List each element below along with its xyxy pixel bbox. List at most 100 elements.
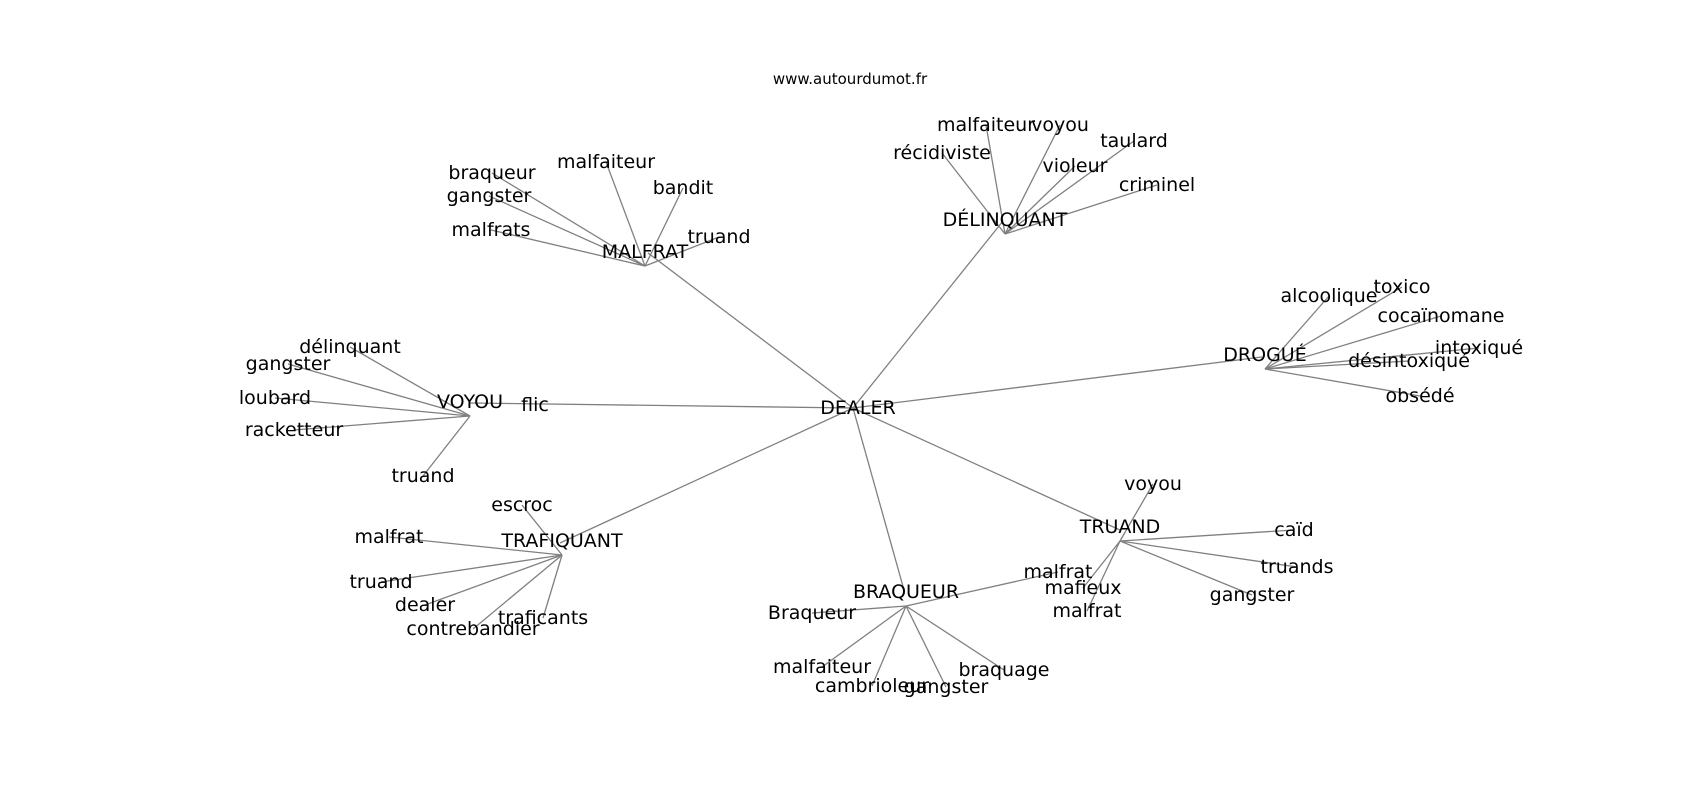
word-node-trafiquant-4[interactable]: contrebandier: [406, 618, 539, 640]
edge-voyou-0: [349, 346, 471, 417]
edge-voyou-4: [422, 415, 471, 477]
edge-braqueur-2: [821, 605, 907, 668]
word-node-trafiquant-1[interactable]: malfrat: [354, 526, 423, 548]
word-node-drogue-4[interactable]: désintoxiqué: [1348, 350, 1470, 372]
site-credit: www.autourdumot.fr: [772, 70, 928, 88]
word-node-truand-2[interactable]: truands: [1261, 556, 1334, 578]
edge-truand-3: [1119, 540, 1253, 596]
edge-root-delinquant: [852, 220, 1004, 409]
word-node-drogue-0[interactable]: alcoolique: [1281, 285, 1378, 307]
word-node-malfrat-1[interactable]: braqueur: [448, 162, 535, 184]
word-node-braqueur-3[interactable]: cambrioleur: [815, 675, 929, 697]
word-node-braqueur-2[interactable]: malfaiteur: [773, 656, 871, 678]
word-node-drogue-5[interactable]: obsédé: [1385, 385, 1454, 407]
edge-braqueur-0: [905, 571, 1059, 607]
edge-malfrat-2: [488, 195, 646, 267]
edge-drogue-5: [1264, 368, 1421, 397]
edge-braqueur-3: [871, 605, 907, 687]
word-node-voyou-1[interactable]: gangster: [246, 353, 331, 375]
word-node-voyou-4[interactable]: truand: [391, 465, 454, 487]
word-node-truand-5[interactable]: malfrat: [1052, 600, 1121, 622]
word-node-truand-1[interactable]: caïd: [1274, 519, 1313, 541]
edge-malfrat-4: [644, 187, 684, 267]
word-node-delinquant-4[interactable]: violeur: [1043, 155, 1108, 177]
edge-root-malfrat: [647, 252, 854, 409]
edge-braqueur-4: [905, 605, 947, 688]
word-node-trafiquant-0[interactable]: escroc: [491, 494, 553, 516]
word-node-truand-4[interactable]: mafieux: [1044, 577, 1121, 599]
word-node-truand-0[interactable]: voyou: [1124, 473, 1182, 495]
word-node-delinquant-3[interactable]: taulard: [1100, 130, 1168, 152]
hub-node-truand[interactable]: TRUAND: [1079, 516, 1161, 538]
edge-root-flic: [469, 402, 854, 409]
root-word-node[interactable]: DEALER: [820, 397, 895, 419]
edge-delinquant-0: [985, 124, 1006, 235]
word-node-voyou-2[interactable]: loubard: [239, 387, 311, 409]
edge-delinquant-2: [941, 152, 1006, 235]
word-node-drogue-3[interactable]: intoxiqué: [1435, 337, 1523, 359]
word-node-delinquant-0[interactable]: malfaiteur: [937, 114, 1035, 136]
edge-delinquant-1: [1004, 124, 1061, 235]
edge-truand-5: [1086, 540, 1121, 612]
edge-drogue-3: [1264, 347, 1480, 370]
edge-drogue-2: [1264, 315, 1442, 370]
edge-truand-0: [1119, 483, 1154, 542]
word-node-delinquant-2[interactable]: récidiviste: [893, 142, 991, 164]
word-node-malfrat-5[interactable]: truand: [687, 226, 750, 248]
edge-trafiquant-5: [542, 554, 563, 619]
edge-braqueur-1: [811, 605, 907, 614]
hub-node-delinquant[interactable]: DÉLINQUANT: [943, 208, 1068, 231]
edge-voyou-1: [287, 363, 471, 417]
edge-root-truand: [852, 407, 1121, 531]
word-node-braqueur-1[interactable]: Braqueur: [768, 602, 856, 624]
edge-trafiquant-3: [424, 554, 563, 606]
edge-delinquant-4: [1004, 165, 1076, 235]
hub-node-trafiquant[interactable]: TRAFIQUANT: [500, 530, 623, 552]
edge-malfrat-3: [490, 229, 646, 267]
hub-node-flic[interactable]: flic: [521, 394, 549, 416]
word-node-malfrat-4[interactable]: bandit: [653, 177, 714, 199]
edge-root-braqueur: [852, 407, 905, 591]
edge-malfrat-1: [491, 172, 646, 267]
edge-truand-1: [1119, 529, 1295, 542]
edge-trafiquant-0: [521, 504, 563, 556]
label-layer: DEALER MALFRAT DÉLINQUANT DROGUÉ VOYOU flicTR…: [239, 114, 1523, 698]
edge-voyou-2: [274, 397, 471, 417]
edge-truand-4: [1082, 540, 1121, 589]
word-node-malfrat-2[interactable]: gangster: [447, 185, 532, 207]
word-node-drogue-1[interactable]: toxico: [1373, 276, 1430, 298]
edge-trafiquant-2: [380, 554, 563, 583]
word-node-voyou-0[interactable]: délinquant: [299, 336, 401, 358]
word-node-delinquant-5[interactable]: criminel: [1119, 174, 1195, 196]
word-node-drogue-2[interactable]: cocaïnomane: [1378, 305, 1505, 327]
word-node-braqueur-5[interactable]: braquage: [958, 659, 1049, 681]
edge-root-drogue: [852, 356, 1263, 409]
edge-delinquant-3: [1004, 140, 1135, 235]
edge-layer: [274, 124, 1480, 688]
hub-node-voyou[interactable]: VOYOU: [437, 391, 503, 413]
word-node-trafiquant-3[interactable]: dealer: [395, 594, 455, 616]
word-node-braqueur-4[interactable]: gangster: [904, 676, 989, 698]
edge-trafiquant-1: [388, 536, 563, 556]
word-node-trafiquant-5[interactable]: traficants: [498, 607, 588, 629]
word-node-delinquant-1[interactable]: voyou: [1031, 114, 1089, 136]
edge-delinquant-5: [1004, 184, 1158, 235]
word-node-malfrat-3[interactable]: malfrats: [452, 219, 531, 241]
word-node-truand-3[interactable]: gangster: [1210, 584, 1295, 606]
word-node-trafiquant-2[interactable]: truand: [349, 571, 412, 593]
hub-node-malfrat[interactable]: MALFRAT: [602, 241, 689, 263]
hub-node-drogue[interactable]: DROGUÉ: [1223, 343, 1306, 366]
edge-root-trafiquant: [559, 407, 854, 544]
edge-drogue-4: [1264, 360, 1410, 370]
edge-drogue-1: [1264, 286, 1403, 370]
edge-malfrat-0: [605, 161, 646, 267]
edge-braqueur-5: [905, 605, 1005, 671]
hub-node-braqueur[interactable]: BRAQUEUR: [853, 581, 959, 603]
edge-truand-2: [1119, 540, 1298, 568]
word-node-voyou-3[interactable]: racketteur: [245, 419, 344, 441]
word-node-braqueur-0[interactable]: malfrat: [1023, 561, 1092, 583]
edge-drogue-0: [1264, 295, 1330, 370]
word-node-malfrat-0[interactable]: malfaiteur: [557, 151, 655, 173]
